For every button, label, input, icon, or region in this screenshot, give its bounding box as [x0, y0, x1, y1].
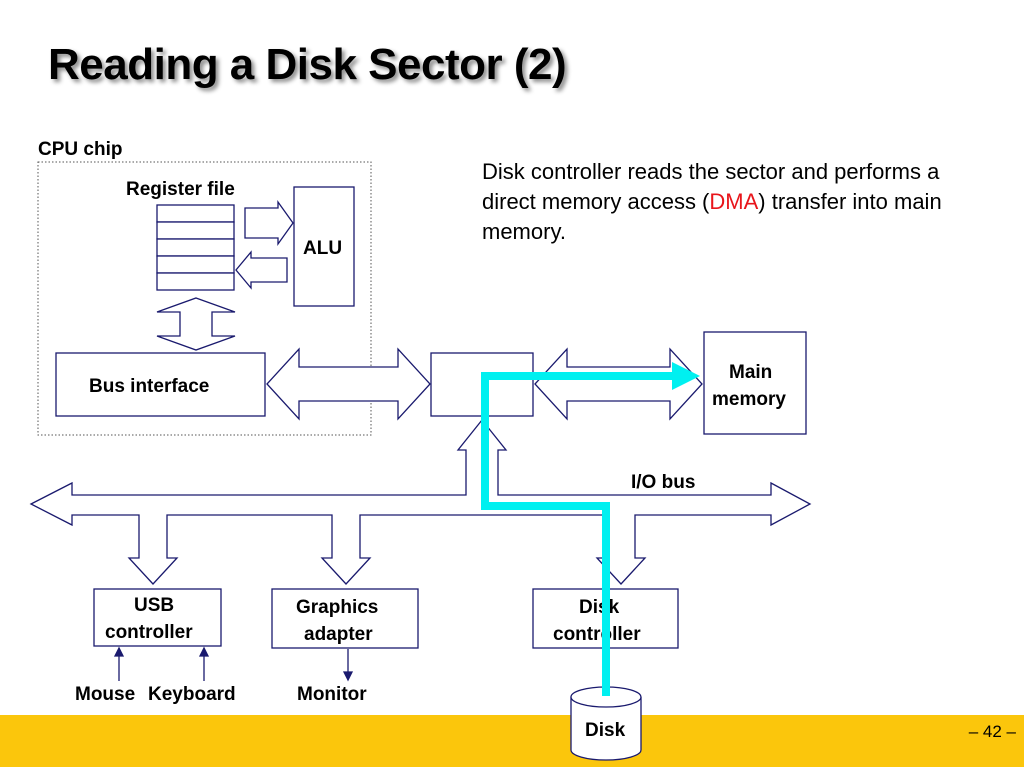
register-to-alu-arrow — [244, 199, 294, 247]
main-memory-box — [703, 331, 807, 435]
register-file — [156, 204, 235, 291]
monitor-label: Monitor — [297, 684, 367, 705]
dma-arrow-head — [672, 362, 700, 390]
main-memory-label-1: Main — [729, 362, 772, 383]
footer-bar — [0, 715, 1024, 767]
dma-highlight: DMA — [709, 189, 759, 214]
usb-controller-label-2: controller — [105, 622, 193, 643]
alu-box — [293, 186, 355, 307]
disk-label: Disk — [585, 720, 626, 741]
register-file-label: Register file — [126, 179, 235, 200]
usb-controller-label-1: USB — [134, 595, 174, 616]
alu-to-register-arrow — [235, 250, 288, 290]
graphics-adapter-label-2: adapter — [304, 624, 373, 645]
system-bus-arrow — [266, 347, 431, 421]
memory-bus-arrow — [534, 347, 703, 421]
graphics-adapter-box — [271, 588, 419, 649]
caption-after: ) transfer into main memory. — [482, 189, 942, 244]
keyboard-label: Keyboard — [148, 684, 236, 705]
io-bus-label: I/O bus — [631, 472, 695, 493]
cpu-chip-boundary — [37, 161, 372, 436]
disk-controller-label-1: Disk — [579, 597, 620, 618]
mouse-label: Mouse — [75, 684, 135, 705]
register-bus-arrow — [156, 297, 236, 351]
cpu-chip-label: CPU chip — [38, 139, 122, 160]
slide-title: Reading a Disk Sector (2) — [48, 40, 567, 89]
bus-interface-label: Bus interface — [89, 376, 209, 397]
device-arrows — [113, 646, 354, 682]
io-bus-arrow — [29, 418, 812, 585]
dma-transfer-path — [481, 372, 681, 696]
page-number: – 42 – — [968, 722, 1016, 741]
alu-label: ALU — [303, 238, 342, 259]
disk-controller-label-2: controller — [553, 624, 641, 645]
disk-cylinder — [570, 686, 642, 761]
bus-interface-box — [55, 352, 266, 417]
usb-controller-box — [93, 588, 222, 647]
graphics-adapter-label-1: Graphics — [296, 597, 378, 618]
caption-text: Disk controller reads the sector and per… — [482, 157, 982, 247]
caption-before: Disk controller reads the sector and per… — [482, 159, 940, 214]
main-memory-label-2: memory — [712, 389, 786, 410]
